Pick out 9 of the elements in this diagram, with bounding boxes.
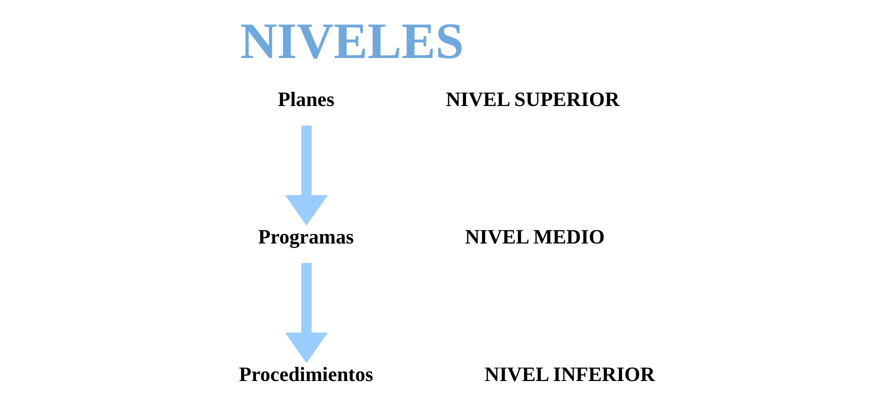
label: NIVEL INFERIOR (484, 364, 654, 386)
label: NIVEL MEDIO (464, 226, 604, 249)
arrow (284, 126, 328, 226)
diagram-title: NIVELES (240, 14, 464, 70)
node-text: Planes (277, 89, 334, 112)
arrow (284, 263, 328, 364)
node-text: Procedimientos (238, 364, 373, 386)
node-text: Programas (258, 226, 354, 249)
label: NIVEL SUPERIOR (445, 89, 620, 112)
